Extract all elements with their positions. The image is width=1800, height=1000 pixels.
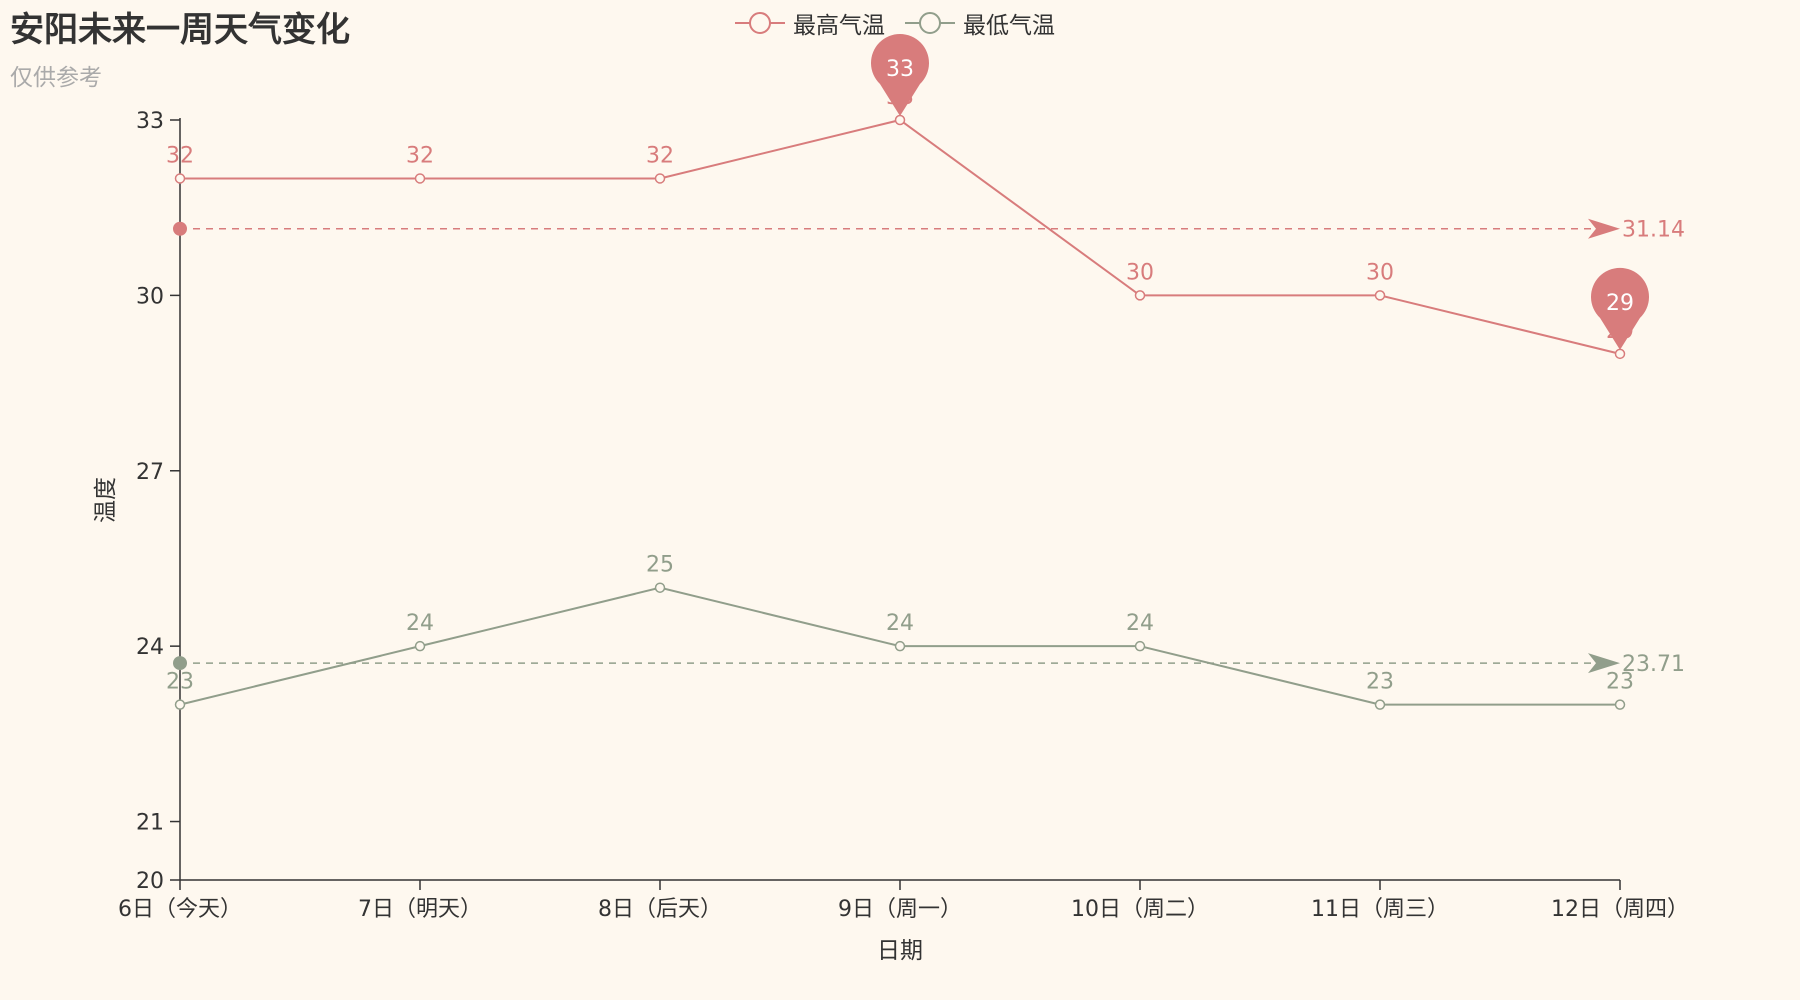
data-label: 23 xyxy=(1366,670,1394,695)
x-tick-label: 9日（周一） xyxy=(838,897,962,922)
data-point xyxy=(894,640,906,652)
data-point xyxy=(1134,640,1146,652)
legend-label-low: 最低气温 xyxy=(963,13,1055,39)
data-label: 32 xyxy=(646,143,674,168)
y-tick-label: 24 xyxy=(136,635,164,660)
legend-low-marker-icon xyxy=(905,12,955,34)
average-line-label: 23.71 xyxy=(1622,652,1685,677)
x-tick-label: 10日（周二） xyxy=(1071,897,1209,922)
average-line-arrow xyxy=(1588,218,1620,239)
legend-high-marker-icon xyxy=(735,12,785,34)
y-tick-label: 30 xyxy=(136,284,164,309)
data-point xyxy=(414,173,426,184)
legend-item-low[interactable]: 最低气温 xyxy=(905,6,1055,40)
data-label: 25 xyxy=(646,553,674,578)
data-label: 24 xyxy=(406,611,434,636)
chart-legend: 最高气温 最低气温 xyxy=(735,6,1055,40)
series-line xyxy=(180,118,1621,355)
data-point xyxy=(174,699,186,710)
x-axis-title: 日期 xyxy=(877,938,923,964)
data-point xyxy=(1134,290,1146,301)
chart-series-layer: 31.1432323233303029332923.71232425242423… xyxy=(166,33,1685,710)
average-line-start-dot xyxy=(173,656,187,671)
data-label: 30 xyxy=(1366,260,1394,285)
y-tick-label: 33 xyxy=(136,109,164,134)
mark-point-label: 29 xyxy=(1606,291,1634,316)
y-tick-label: 20 xyxy=(136,869,164,894)
data-label: 23 xyxy=(1606,670,1634,695)
x-tick-label: 11日（周三） xyxy=(1311,897,1449,922)
data-point xyxy=(1614,348,1626,360)
data-label: 30 xyxy=(1126,260,1154,285)
mark-point-pin xyxy=(1591,267,1649,350)
data-point xyxy=(1374,290,1386,301)
average-line-label: 31.14 xyxy=(1622,218,1685,243)
x-tick-label: 6日（今天） xyxy=(118,897,242,922)
x-tick-label: 8日（后天） xyxy=(598,897,722,922)
chart-subtitle: 仅供参考 xyxy=(10,65,102,91)
data-point xyxy=(1614,699,1626,710)
mark-point-label: 33 xyxy=(886,57,914,82)
data-point xyxy=(414,640,426,652)
x-tick-label: 7日（明天） xyxy=(358,897,482,922)
data-point xyxy=(894,114,906,126)
average-line-arrow xyxy=(1588,653,1620,674)
chart-title: 安阳未来一周天气变化 xyxy=(10,10,350,50)
data-point xyxy=(654,173,666,184)
data-point xyxy=(174,173,186,184)
mark-point-pin xyxy=(870,33,929,116)
y-tick-label: 27 xyxy=(136,460,164,485)
x-tick-label: 12日（周四） xyxy=(1551,897,1689,922)
legend-label-high: 最高气温 xyxy=(793,13,885,39)
chart-axes: 20 21 24 27 30 33 6日（今天） 7日（明天） 8日（后天） 9日（周一） 10日（… xyxy=(118,109,1689,922)
data-label: 32 xyxy=(166,143,194,168)
legend-item-high[interactable]: 最高气温 xyxy=(735,6,885,40)
data-label: 23 xyxy=(166,670,194,695)
data-point xyxy=(654,582,666,593)
data-label: 32 xyxy=(406,143,434,168)
y-tick-label: 21 xyxy=(136,811,164,836)
data-label: 24 xyxy=(1126,611,1154,636)
average-line-start-dot xyxy=(173,221,187,236)
data-point xyxy=(1374,699,1386,710)
data-label: 24 xyxy=(886,611,914,636)
y-axis-title: 温度 xyxy=(93,477,119,523)
